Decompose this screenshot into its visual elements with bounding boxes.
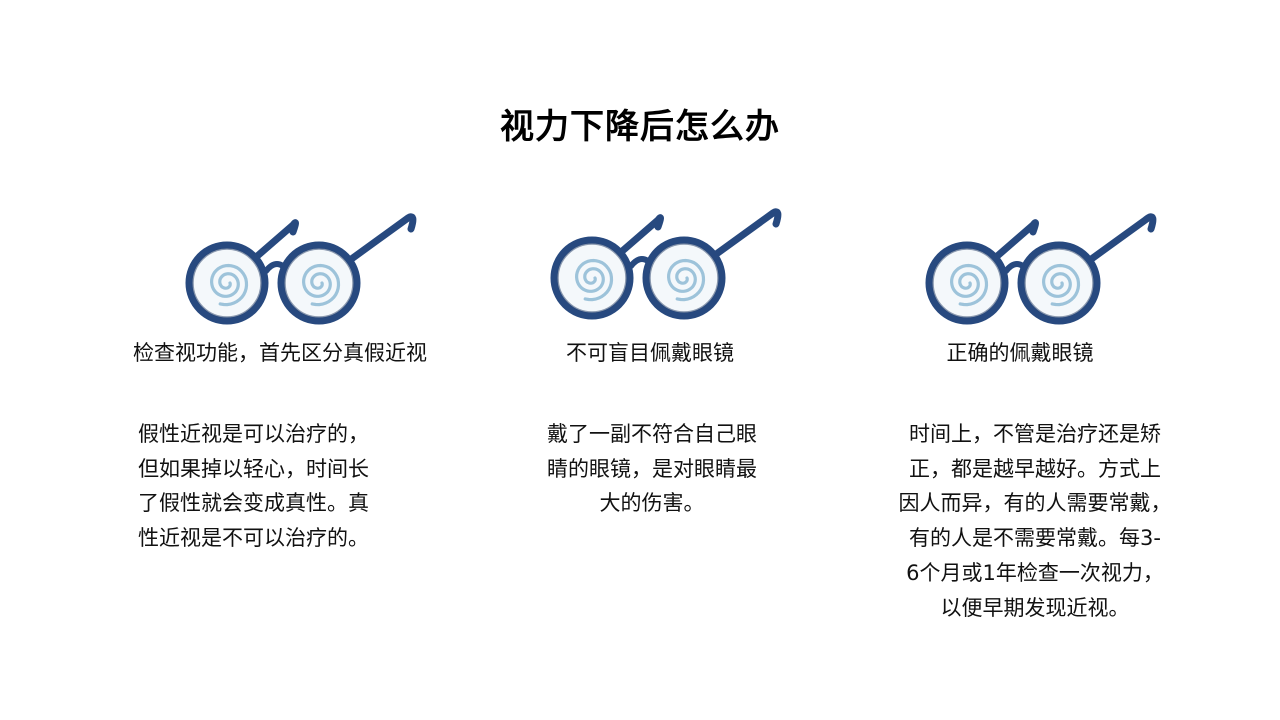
- lens-left: [185, 241, 269, 325]
- temple-left: [251, 219, 299, 262]
- page-title: 视力下降后怎么办: [500, 107, 780, 147]
- glasses-icon: [925, 213, 1157, 325]
- lens-right: [277, 241, 361, 325]
- swirl-icon: [949, 263, 989, 307]
- swirl-icon: [666, 258, 706, 302]
- temple-left: [616, 214, 664, 257]
- lens-left: [550, 236, 634, 320]
- section-body-check-vision: 假性近视是可以治疗的， 但如果掉以轻心，时间长 了假性就会变成真性。真 性近视是…: [138, 422, 369, 551]
- swirl-icon: [301, 263, 341, 307]
- swirl-icon: [209, 263, 249, 307]
- section-heading-check-vision: 检查视功能，首先区分真假近视: [133, 341, 427, 365]
- glasses-icon: [550, 208, 782, 320]
- section-heading-correct-wearing: 正确的佩戴眼镜: [946, 341, 1094, 365]
- lens-right: [642, 236, 726, 320]
- lens-left: [925, 241, 1009, 325]
- temple-right: [346, 213, 417, 264]
- temple-right: [1086, 213, 1157, 264]
- lens-right: [1017, 241, 1101, 325]
- glasses-icon: [185, 213, 417, 325]
- temple-right: [711, 208, 782, 259]
- temple-left: [991, 219, 1039, 262]
- swirl-icon: [1041, 263, 1081, 307]
- section-body-correct-wearing: 时间上，不管是治疗还是矫 正，都是越早越好。方式上 因人而异，有的人需要常戴， …: [898, 422, 1172, 620]
- section-body-no-blind-glasses: 戴了一副不符合自己眼 睛的眼镜，是对眼睛最 大的伤害。: [547, 422, 757, 516]
- section-heading-no-blind-glasses: 不可盲目佩戴眼镜: [566, 341, 734, 365]
- swirl-icon: [574, 258, 614, 302]
